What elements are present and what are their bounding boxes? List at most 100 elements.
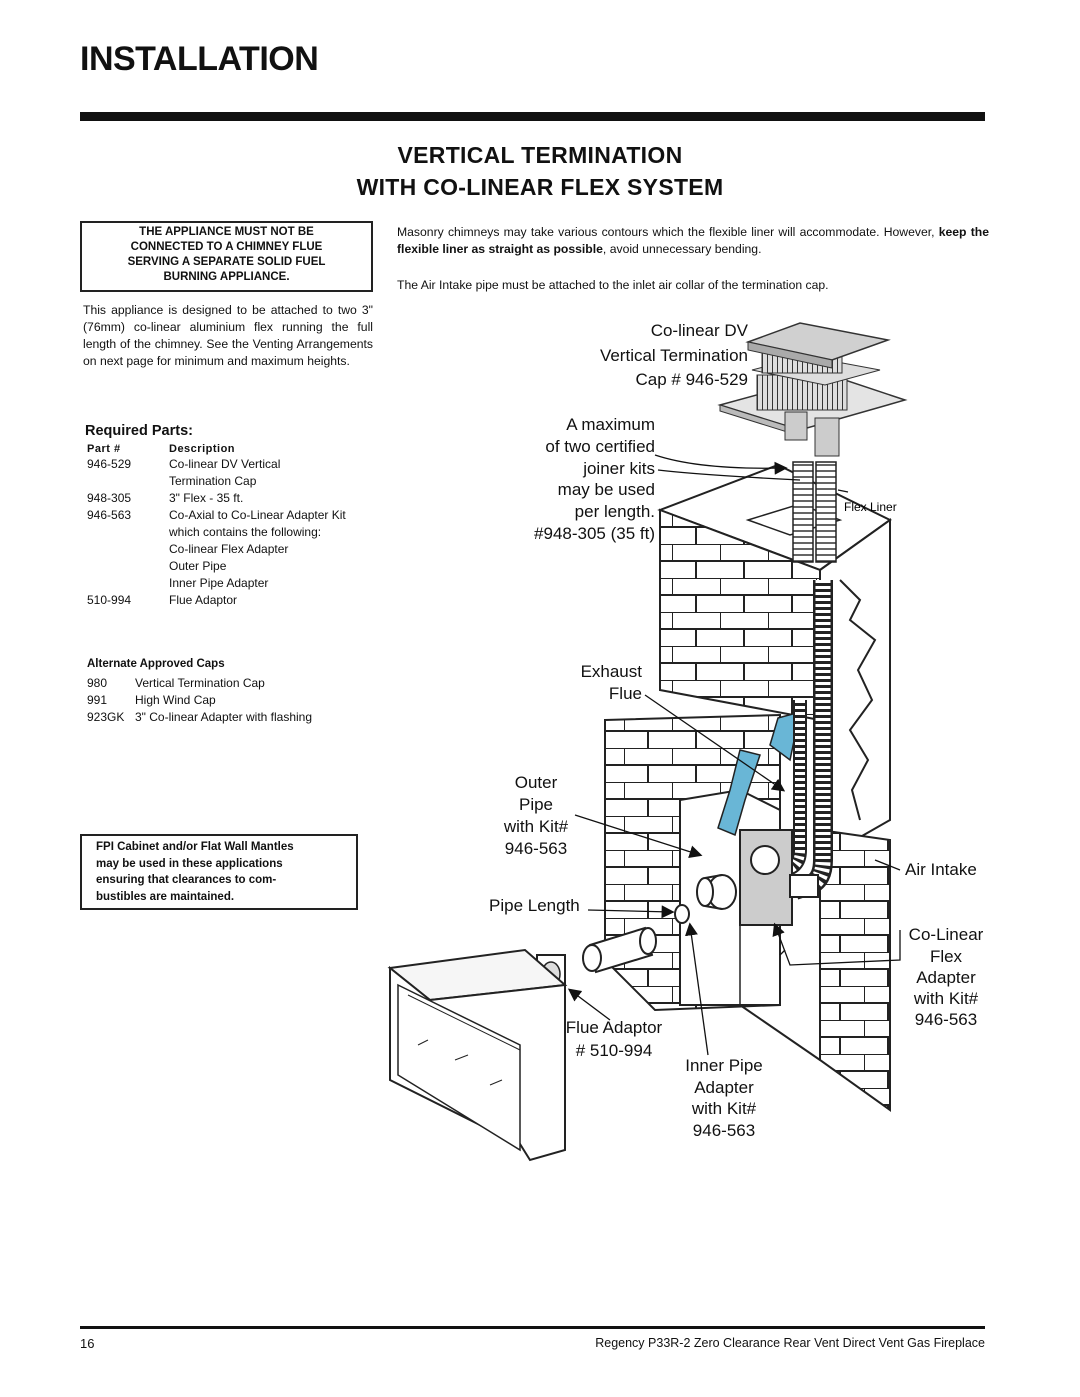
right-paragraph-2: The Air Intake pipe must be attached to … xyxy=(397,278,829,292)
inner-pipe-line: Inner Pipe xyxy=(685,1056,763,1075)
outer-pipe-line: Outer xyxy=(515,773,558,792)
page-header-title: INSTALLATION xyxy=(80,40,319,78)
table-row: 980 Vertical Termination Cap xyxy=(87,675,312,692)
part-description: Co-Axial to Co-Linear Adapter Kit which … xyxy=(169,507,346,592)
table-row: 946-563 Co-Axial to Co-Linear Adapter Ki… xyxy=(87,507,346,592)
colinear-flex-label: Co-Linear Flex Adapter with Kit# 946-563 xyxy=(909,925,984,1029)
fireplace-unit xyxy=(387,948,568,1162)
outer-pipe-label: Outer Pipe with Kit# 946-563 xyxy=(503,773,569,858)
table-row: 991 High Wind Cap xyxy=(87,692,312,709)
flue-adaptor-line: # 510-994 xyxy=(576,1041,653,1060)
table-row: 923GK 3" Co-linear Adapter with flashing xyxy=(87,709,312,726)
max-label-line: of two certified xyxy=(545,437,655,456)
section-title-line2: WITH CO-LINEAR FLEX SYSTEM xyxy=(356,174,724,200)
max-label-line: A maximum xyxy=(566,415,655,434)
alternate-caps-table: 980 Vertical Termination Cap 991 High Wi… xyxy=(87,675,312,726)
max-label-line: #948-305 (35 ft) xyxy=(534,524,655,543)
inner-pipe-line: Adapter xyxy=(694,1078,754,1097)
warning-line: BURNING APPLIANCE. xyxy=(163,271,290,283)
part-number: 948-305 xyxy=(87,491,132,505)
inner-pipe-line: 946-563 xyxy=(693,1121,755,1140)
part-description: Co-linear DV Vertical Termination Cap xyxy=(169,456,346,490)
warning-line: CONNECTED TO A CHIMNEY FLUE xyxy=(130,241,323,253)
exhaust-label-line: Exhaust xyxy=(581,662,643,681)
intro-paragraph: This appliance is designed to be attache… xyxy=(83,303,373,368)
part-number: 946-529 xyxy=(87,457,132,471)
inner-pipe-label: Inner Pipe Adapter with Kit# 946-563 xyxy=(685,1056,763,1140)
max-label-line: may be used xyxy=(558,480,655,499)
cap-label-line: Cap # 946-529 xyxy=(636,370,748,389)
part-description: 3" Co-linear Adapter with flashing xyxy=(135,710,313,724)
outer-pipe-line: Pipe xyxy=(519,795,553,814)
flex-liner-label: Flex Liner xyxy=(844,500,897,514)
footer-rule xyxy=(80,1326,985,1329)
part-description: Vertical Termination Cap xyxy=(135,676,265,690)
part-number: 923GK xyxy=(87,710,125,724)
cap-label-line: Vertical Termination xyxy=(600,346,748,365)
required-parts-table: Part # Description 946-529 Co-linear DV … xyxy=(87,443,346,609)
right-paragraph-1: Masonry chimneys may take various contou… xyxy=(397,224,989,258)
right-p1-start: Masonry chimneys may take various contou… xyxy=(397,225,939,239)
page-number: 16 xyxy=(80,1336,95,1351)
cap-label: Co-linear DV Vertical Termination Cap # … xyxy=(600,321,749,389)
part-description: Flue Adaptor xyxy=(169,592,346,609)
outer-pipe-line: 946-563 xyxy=(505,839,567,858)
cap-label-line: Co-linear DV xyxy=(651,321,749,340)
note-line: ensuring that clearances to com- xyxy=(96,874,277,886)
exhaust-flue-label: Exhaust Flue xyxy=(581,662,643,703)
desc-line: which contains the following: xyxy=(169,525,322,539)
mantle-note-box: FPI Cabinet and/or Flat Wall Mantles may… xyxy=(80,834,358,910)
colinear-flex-line: Adapter xyxy=(916,968,976,987)
desc-line: Outer Pipe xyxy=(169,559,227,573)
colinear-flex-line: Flex xyxy=(930,947,963,966)
flue-adaptor-line: Flue Adaptor xyxy=(566,1018,663,1037)
note-line: may be used in these applications xyxy=(96,857,283,870)
colinear-flex-line: Co-Linear xyxy=(909,925,984,944)
table-row: 510-994 Flue Adaptor xyxy=(87,592,346,609)
termination-cap xyxy=(717,322,908,457)
desc-line: Co-linear Flex Adapter xyxy=(169,542,289,556)
colinear-flex-line: with Kit# xyxy=(913,989,979,1008)
max-label-line: joiner kits xyxy=(582,459,655,478)
desc-line: Termination Cap xyxy=(169,474,257,488)
air-intake-label: Air Intake xyxy=(905,860,977,879)
part-description: High Wind Cap xyxy=(135,693,216,707)
desc-line: 3" Flex - 35 ft. xyxy=(169,491,244,505)
warning-line: THE APPLIANCE MUST NOT BE xyxy=(139,226,314,238)
warning-line: SERVING A SEPARATE SOLID FUEL xyxy=(127,256,326,268)
desc-line: Flue Adaptor xyxy=(169,593,238,607)
table-row: 948-305 3" Flex - 35 ft. xyxy=(87,490,346,507)
colinear-flex-line: 946-563 xyxy=(915,1010,977,1029)
required-parts-title: Required Parts: xyxy=(85,423,193,439)
right-p1-end: , avoid unnecessary bending. xyxy=(602,242,762,256)
part-number: 991 xyxy=(87,693,108,707)
alternate-caps-title: Alternate Approved Caps xyxy=(87,658,225,670)
footer-document-title: Regency P33R-2 Zero Clearance Rear Vent … xyxy=(595,1336,985,1350)
col-part-header: Part # xyxy=(87,443,121,455)
note-line: bustibles are maintained. xyxy=(96,890,235,903)
outer-pipe-line: with Kit# xyxy=(503,817,569,836)
exhaust-label-line: Flue xyxy=(609,684,642,703)
col-desc-header: Description xyxy=(169,443,236,455)
desc-line: Co-linear DV Vertical xyxy=(169,457,281,471)
max-label-line: per length. xyxy=(575,502,655,521)
leader-lines xyxy=(567,454,901,1056)
colinear-flex-adapter xyxy=(739,829,819,926)
note-line: FPI Cabinet and/or Flat Wall Mantles xyxy=(96,841,294,853)
desc-line: Inner Pipe Adapter xyxy=(169,576,269,590)
chimney xyxy=(604,463,892,1112)
flue-adaptor-label: Flue Adaptor # 510-994 xyxy=(566,1018,663,1060)
part-number: 510-994 xyxy=(87,593,132,607)
part-number: 980 xyxy=(87,676,108,690)
max-joiner-label: A maximum of two certified joiner kits m… xyxy=(534,415,655,543)
pipe-length-label: Pipe Length xyxy=(489,896,580,915)
warning-box: THE APPLIANCE MUST NOT BE CONNECTED TO A… xyxy=(80,221,373,292)
part-number: 946-563 xyxy=(87,508,132,522)
header-rule xyxy=(80,112,985,121)
right-p1-bold: keep the flexible liner as straight as p… xyxy=(397,225,989,256)
desc-line: Co-Axial to Co-Linear Adapter Kit xyxy=(169,508,346,522)
section-title-line1: VERTICAL TERMINATION xyxy=(397,142,683,168)
inner-pipe-line: with Kit# xyxy=(691,1099,757,1118)
part-description: 3" Flex - 35 ft. xyxy=(169,490,346,507)
